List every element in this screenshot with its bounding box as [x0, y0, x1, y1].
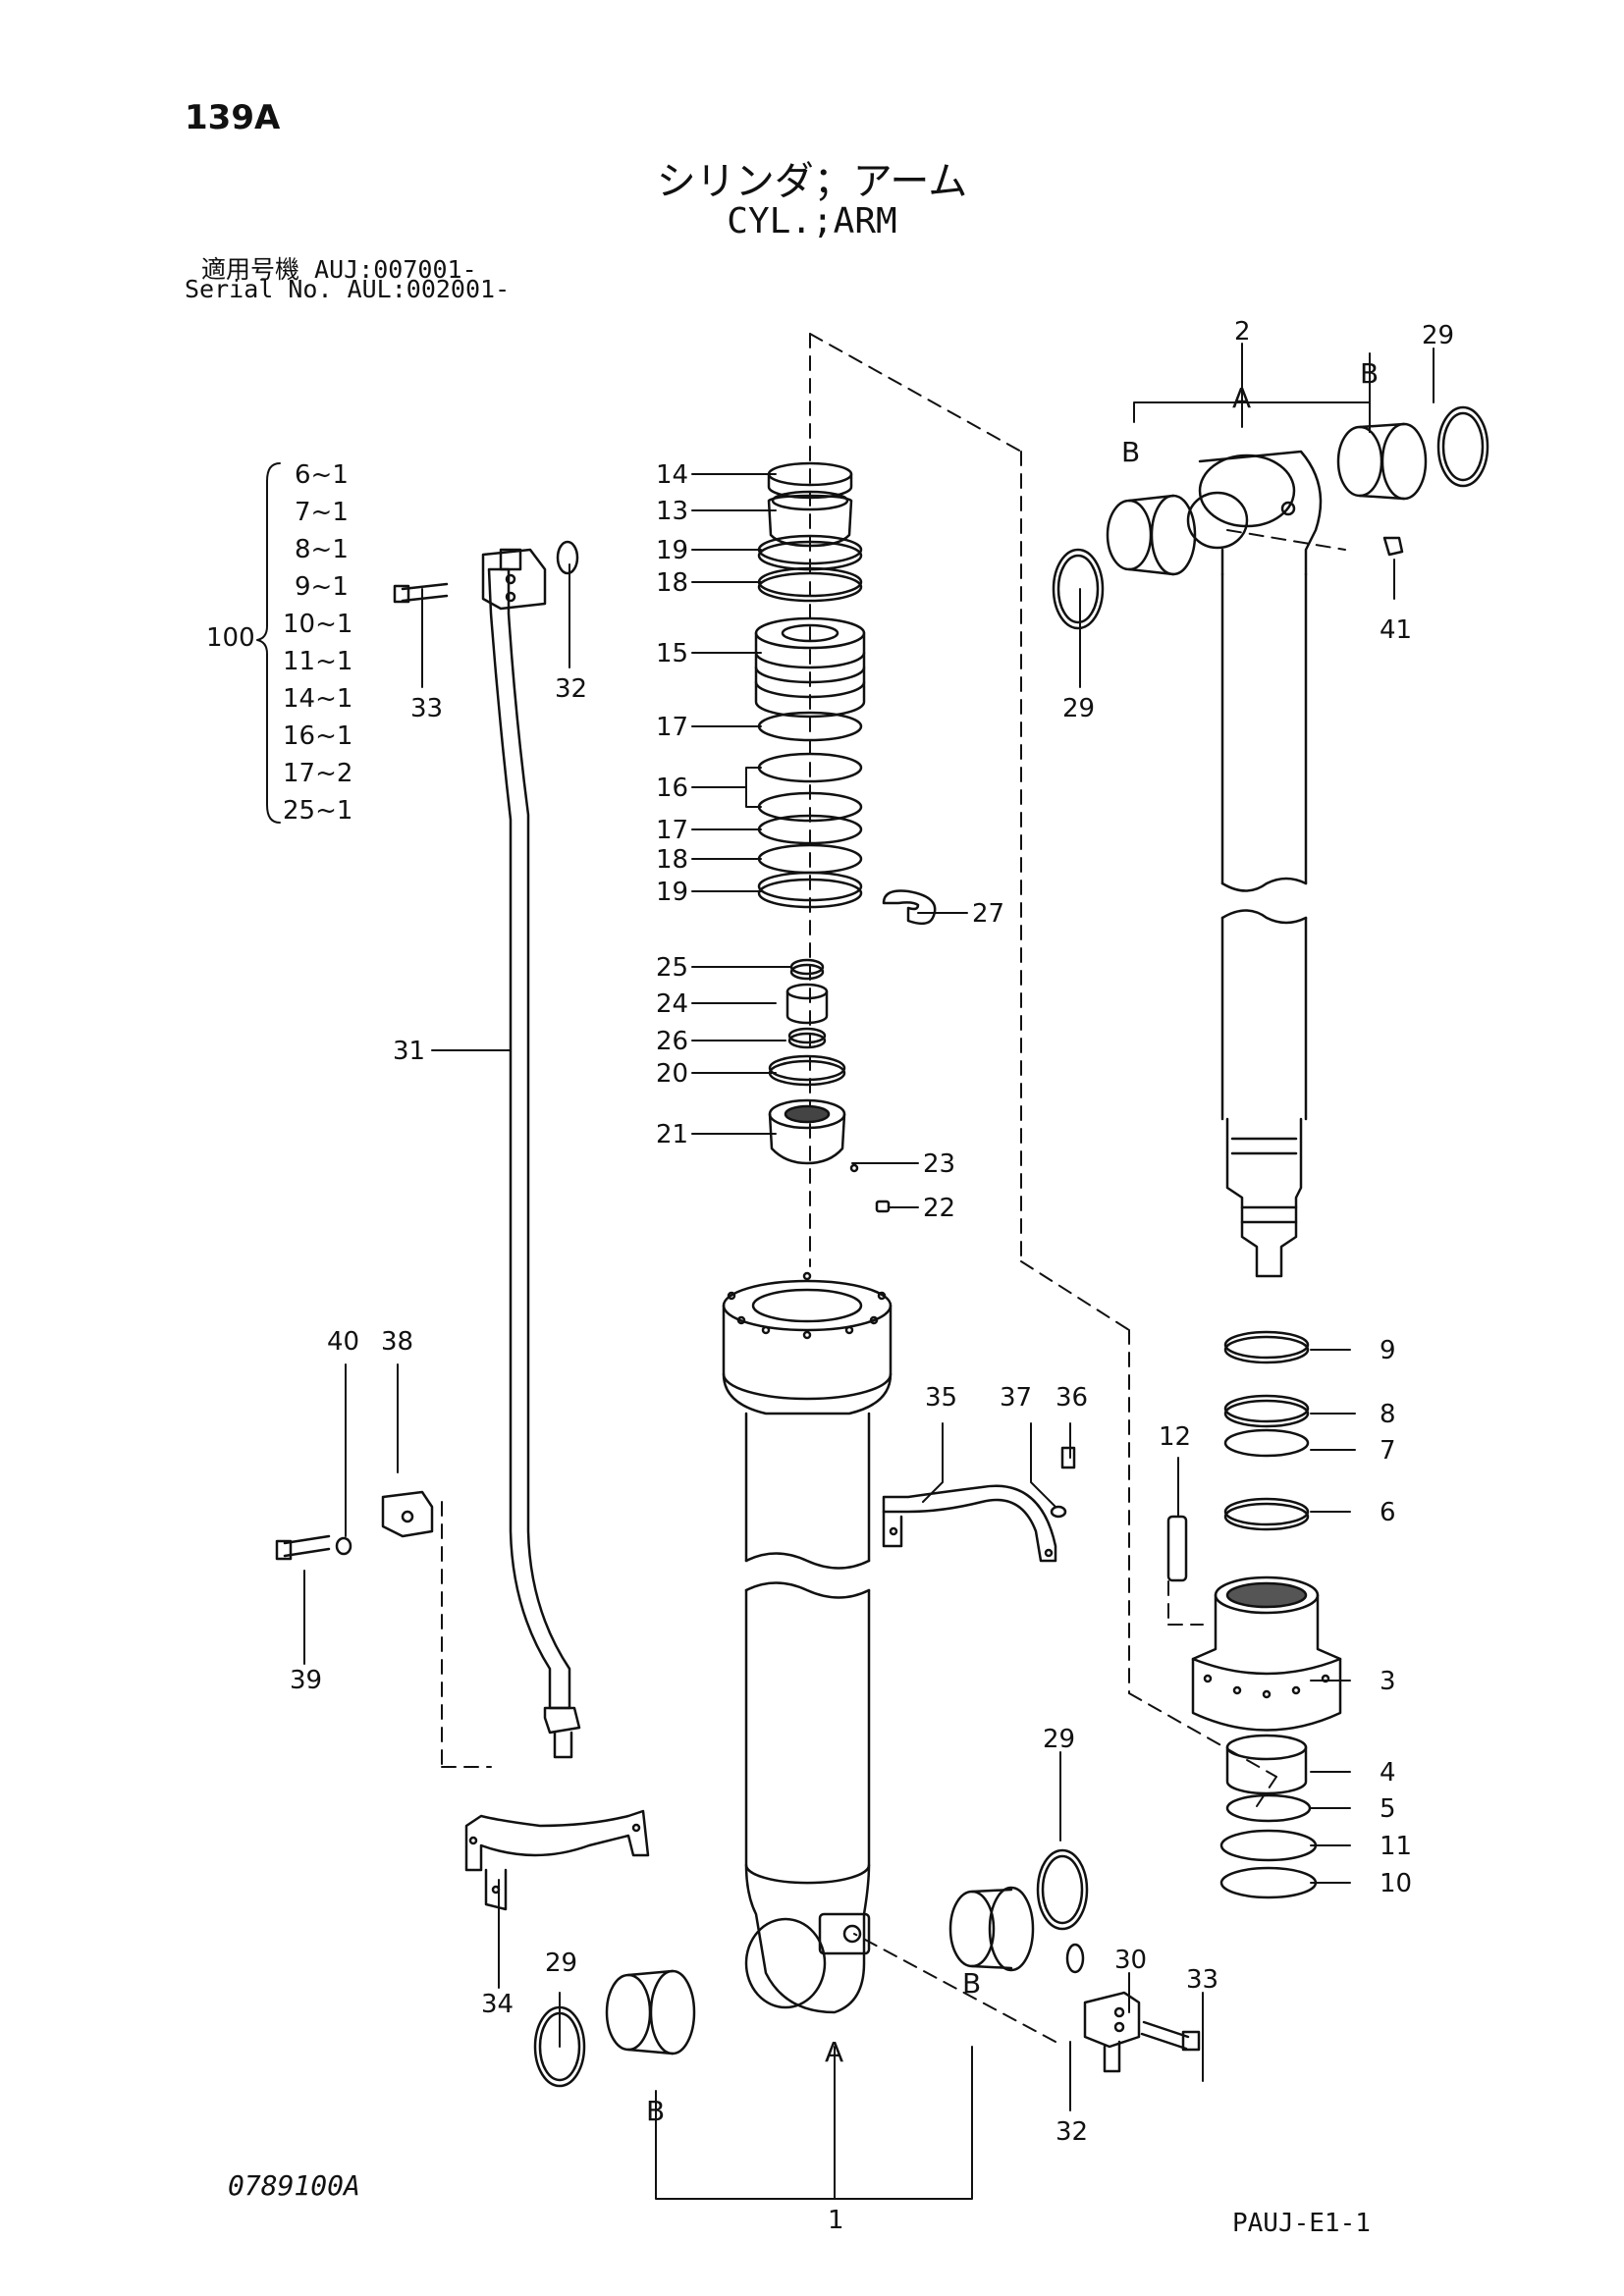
callout-7: 7: [1380, 1436, 1396, 1466]
callout-33b: 33: [1186, 1965, 1218, 1995]
kit-item: 7~1: [295, 498, 349, 527]
callout-18b: 18: [656, 845, 688, 875]
callout-19a: 19: [656, 536, 688, 565]
bushings-bottom: [533, 1848, 1089, 2088]
cylinder-head-parts: [1166, 1330, 1342, 1899]
callout-39: 39: [290, 1666, 322, 1695]
kit-item: 14~1: [283, 684, 352, 714]
letter-B-top-right: B: [1360, 357, 1379, 390]
letter-A-bottom: A: [825, 2036, 843, 2068]
callout-11: 11: [1380, 1832, 1412, 1861]
callout-31: 31: [393, 1037, 425, 1066]
clamp-lower: [464, 1809, 650, 1911]
callout-4: 4: [1380, 1758, 1396, 1788]
callout-33a: 33: [410, 694, 443, 723]
kit-item: 16~1: [283, 721, 352, 751]
callout-19b: 19: [656, 878, 688, 907]
callout-29c: 29: [1043, 1725, 1075, 1754]
kit-item: 8~1: [295, 535, 349, 564]
callout-38: 38: [381, 1327, 413, 1357]
assembly-dashed-lines: [441, 333, 1346, 2043]
bushings-top: [1052, 405, 1489, 630]
cylinder-tube: [722, 1271, 893, 2014]
callout-17b: 17: [656, 816, 688, 845]
bracket-parts-left: [275, 1490, 434, 1561]
callout-6: 6: [1380, 1498, 1396, 1527]
kit-number: 100: [206, 623, 255, 653]
callout-18a: 18: [656, 568, 688, 598]
callout-20: 20: [656, 1059, 688, 1089]
callout-27: 27: [972, 899, 1004, 929]
callout-30: 30: [1114, 1946, 1147, 1975]
callout-22: 22: [923, 1194, 955, 1223]
callout-29d: 29: [545, 1949, 577, 1978]
kit-item: 10~1: [283, 610, 352, 639]
letter-B-top-left: B: [1121, 436, 1140, 468]
seal-stack-parts: [754, 461, 937, 1213]
callout-17a: 17: [656, 713, 688, 742]
callout-35: 35: [925, 1383, 957, 1413]
callout-8: 8: [1380, 1400, 1396, 1429]
kit-item: 17~2: [283, 759, 352, 788]
page-number: 139A: [185, 98, 281, 137]
tube-pipe: [393, 540, 581, 1759]
callout-9: 9: [1380, 1336, 1396, 1365]
callout-labels: 14 13 19 18 15 17 16 17 18 19 27 25 24 2…: [206, 317, 1454, 2235]
callout-leader-lines: [303, 343, 1435, 2200]
callout-13: 13: [656, 497, 688, 526]
letter-B-bottom-left: B: [646, 2095, 665, 2127]
callout-41: 41: [1380, 615, 1412, 645]
callout-24: 24: [656, 989, 688, 1019]
serial-number-range: Serial No. AUL:002001-: [185, 275, 511, 303]
callout-3: 3: [1380, 1667, 1396, 1696]
callout-32a: 32: [555, 674, 587, 704]
pipe-block-bottom: [1065, 1943, 1201, 2073]
page-title-japanese: シリンダ；アーム: [656, 159, 968, 204]
callout-37: 37: [1000, 1383, 1032, 1413]
callout-36: 36: [1056, 1383, 1088, 1413]
callout-2: 2: [1234, 317, 1251, 347]
callout-26: 26: [656, 1027, 688, 1056]
callout-5: 5: [1380, 1794, 1396, 1824]
callout-16: 16: [656, 774, 688, 803]
kit-item: 25~1: [283, 796, 352, 826]
page-code: PAUJ-E1-1: [1232, 2209, 1371, 2238]
callout-23: 23: [923, 1149, 955, 1179]
page-title-english: CYL.;ARM: [727, 201, 897, 241]
kit-item: 9~1: [295, 572, 349, 602]
kit-bracket: [256, 462, 281, 824]
callout-1: 1: [828, 2206, 844, 2235]
callout-32b: 32: [1056, 2117, 1088, 2147]
callout-14: 14: [656, 460, 688, 490]
callout-12: 12: [1159, 1422, 1191, 1452]
letter-A-top: A: [1232, 382, 1251, 414]
callout-34: 34: [481, 1990, 514, 2019]
kit-item: 6~1: [295, 460, 349, 490]
callout-10: 10: [1380, 1869, 1412, 1898]
drawing-code: 0789100A: [228, 2169, 360, 2202]
callout-25: 25: [656, 953, 688, 983]
callout-21: 21: [656, 1120, 688, 1149]
letter-B-bottom-right: B: [962, 1967, 981, 2000]
callout-40: 40: [327, 1327, 359, 1357]
clamp-upper: [882, 1446, 1076, 1563]
callout-29b: 29: [1062, 694, 1095, 723]
kit-item: 11~1: [283, 647, 352, 676]
callout-29a: 29: [1422, 321, 1454, 350]
serial-applicable-models: 適用号機 AUJ:007001-: [201, 255, 477, 284]
callout-15: 15: [656, 639, 688, 668]
piston-rod: [1186, 450, 1404, 1278]
